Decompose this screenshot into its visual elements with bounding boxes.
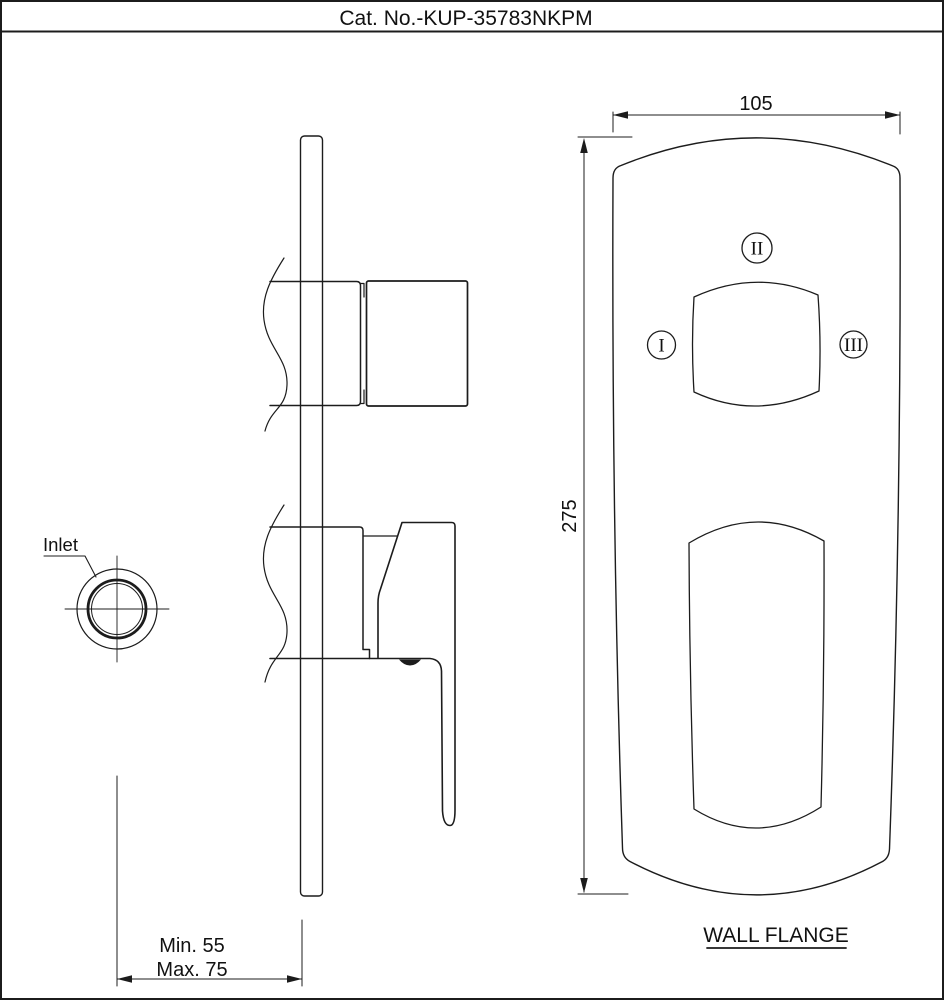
break-line-lower	[262, 504, 288, 683]
upper-knob-cap	[365, 280, 469, 407]
width-dimension: 105	[612, 93, 901, 135]
marker-i-label: I	[658, 336, 664, 357]
handle-lever	[269, 521, 456, 827]
handle-cutout	[688, 521, 825, 829]
side-view: Inlet Min. 55 Max. 75	[43, 135, 469, 987]
front-view-caption: WALL FLANGE	[703, 924, 849, 949]
upper-knob-neck	[359, 282, 365, 405]
marker-i-circle	[646, 330, 677, 360]
depth-dimension: Min. 55 Max. 75	[116, 775, 303, 987]
wall-flange-outline	[612, 137, 901, 896]
height-dimension: 275	[559, 136, 633, 895]
marker-ii-circle	[741, 232, 773, 264]
inlet-centerlines	[64, 555, 170, 663]
arrow-down-icon	[580, 878, 588, 893]
inlet-label: Inlet	[43, 534, 78, 555]
depth-min-value: Min. 55	[159, 935, 225, 957]
width-dimension-value: 105	[739, 93, 772, 115]
catalog-number: Cat. No.-KUP-35783NKPM	[339, 7, 592, 30]
wall-flange-label: WALL FLANGE	[703, 924, 848, 947]
arrow-right-icon	[287, 975, 302, 983]
marker-iii-label: III	[844, 335, 863, 356]
height-dimension-value: 275	[559, 499, 581, 532]
arrow-right-icon	[885, 111, 900, 119]
depth-max-value: Max. 75	[156, 959, 227, 981]
break-line-upper	[262, 257, 288, 432]
marker-ii-label: II	[751, 239, 764, 260]
wall-plate-side	[299, 135, 324, 897]
front-view: I II III 105 275 WALL FLANGE	[559, 93, 901, 949]
arrow-left-icon	[117, 975, 132, 983]
handle-set-screw	[399, 659, 421, 666]
inlet-detail: Inlet	[43, 534, 170, 663]
height-extension-ticks	[577, 136, 633, 895]
position-markers: I II III	[646, 232, 868, 360]
arrow-left-icon	[613, 111, 628, 119]
inlet-leader-line	[43, 555, 97, 578]
marker-iii-circle	[839, 330, 868, 359]
lower-mixer-body	[269, 526, 371, 660]
upper-knob-cutout	[691, 281, 821, 407]
upper-knob-body	[269, 280, 362, 407]
arrow-up-icon	[580, 138, 588, 153]
